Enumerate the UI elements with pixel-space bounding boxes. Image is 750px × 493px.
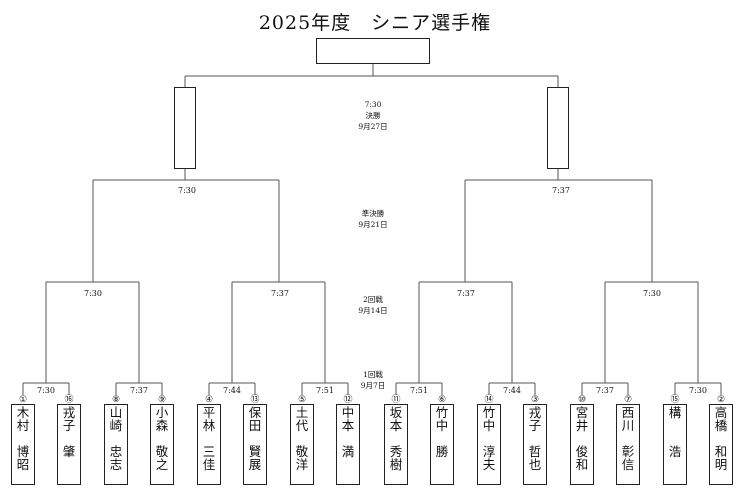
r2-time: 7:30	[643, 289, 661, 298]
player-name-box: 構浩	[663, 404, 687, 485]
player-name-box: 竹中勝	[430, 404, 454, 485]
player-name-box: 戎子哲也	[523, 404, 547, 485]
player-name-box: 竹中淳夫	[477, 404, 501, 485]
player-name-box: 保田賢展	[243, 404, 267, 485]
seed-number: ⑭	[484, 395, 494, 405]
player-name-box: 山崎忠志	[104, 404, 128, 485]
player-name-box: 高橋和明	[709, 404, 733, 485]
seed-number: ⑨	[157, 395, 167, 405]
player-name-box: 木村博昭	[11, 404, 35, 485]
seed-number: ⑪	[391, 395, 401, 405]
r1-time: 7:37	[596, 386, 614, 395]
player-name-box: 土代敬洋	[290, 404, 314, 485]
seed-number: ⑫	[343, 395, 353, 405]
player-name-box: 坂本秀樹	[384, 404, 408, 485]
seed-number: ⑦	[623, 395, 633, 405]
player-name-box: 平林三佳	[197, 404, 221, 485]
seed-number: ④	[204, 395, 214, 405]
r2-time: 7:37	[457, 289, 475, 298]
r1-time: 7:44	[223, 386, 241, 395]
r2-time: 7:30	[84, 289, 102, 298]
champion-box	[316, 38, 430, 64]
r1-time: 7:30	[37, 386, 55, 395]
seed-number: ⑩	[577, 395, 587, 405]
seed-number: ③	[530, 395, 540, 405]
player-name-box: 宮井俊和	[570, 404, 594, 485]
seed-number: ⑤	[297, 395, 307, 405]
r1-time: 7:44	[503, 386, 521, 395]
seed-number: ⑮	[670, 395, 680, 405]
seed-number: ⑯	[64, 395, 74, 405]
r1-time: 7:30	[689, 386, 707, 395]
seed-number: ⑥	[437, 395, 447, 405]
page-title: 2025年度 シニア選手権	[258, 12, 492, 34]
semi-time-right: 7:37	[552, 186, 570, 195]
r1-time: 7:51	[410, 386, 428, 395]
r1-time: 7:51	[316, 386, 334, 395]
r2-time: 7:37	[271, 289, 289, 298]
seed-number: ①	[18, 395, 28, 405]
player-name-box: 戎子肇	[57, 404, 81, 485]
finalist-box-left	[174, 87, 196, 169]
player-name-box: 中本満	[336, 404, 360, 485]
finalist-box-right	[547, 87, 569, 169]
seed-number: ⑧	[111, 395, 121, 405]
r1-time: 7:37	[130, 386, 148, 395]
player-name-box: 小森敬之	[150, 404, 174, 485]
semi-time-left: 7:30	[178, 186, 196, 195]
seed-number: ②	[716, 395, 726, 405]
player-name-box: 西川彰信	[616, 404, 640, 485]
seed-number: ⑬	[250, 395, 260, 405]
